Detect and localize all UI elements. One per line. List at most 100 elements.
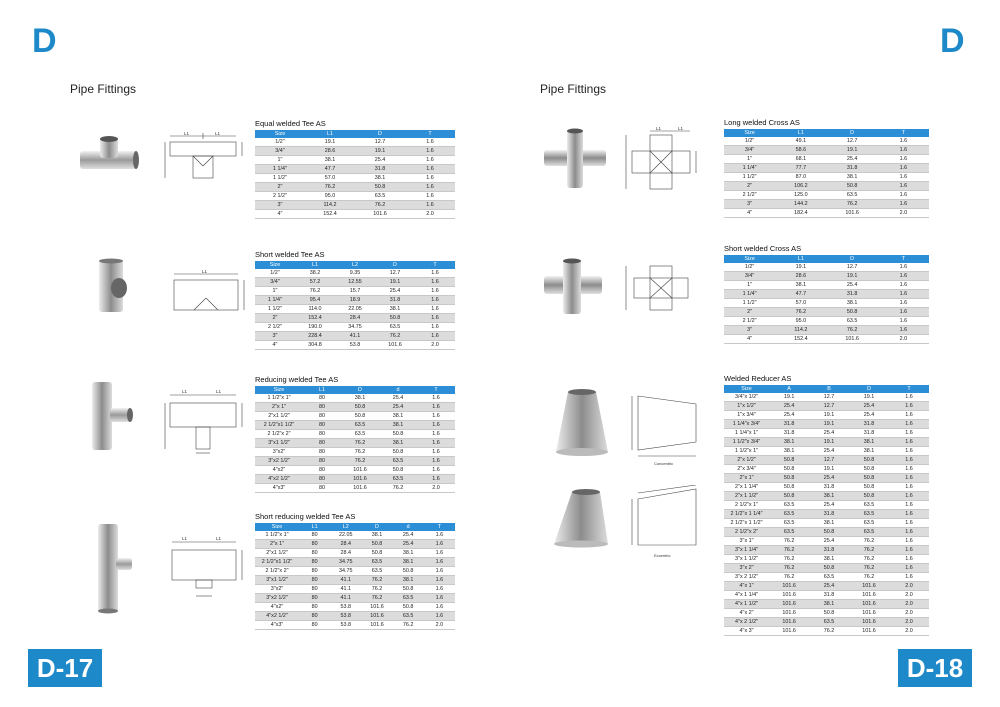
eccentric-reducer-drawing: Eccentric xyxy=(631,485,697,558)
table-cell: 18.9 xyxy=(335,295,375,305)
table-cell: 2 1/2"x 2" xyxy=(724,527,770,537)
table-cell: 50.8 xyxy=(379,447,417,457)
table-cell: 3" xyxy=(255,200,305,210)
table-cell: 1 1/2"x 1" xyxy=(255,531,299,540)
table-cell: 12.7 xyxy=(809,455,850,465)
table-cell: 12.7 xyxy=(809,393,850,402)
table-cell: 228.4 xyxy=(295,331,335,341)
table-cell: 4" xyxy=(255,340,295,350)
table-cell: 1.6 xyxy=(423,602,455,612)
table-cell: 1.6 xyxy=(877,316,929,326)
table-cell: 63.5 xyxy=(849,509,889,519)
table-cell: 38.1 xyxy=(379,420,417,430)
table-cell: 1.6 xyxy=(877,280,929,290)
table-cell: 63.5 xyxy=(392,611,424,621)
table-cell: 57.0 xyxy=(305,173,355,183)
table-cell: 2 1/2"x1 1/2" xyxy=(255,557,299,567)
table-cell: 1.6 xyxy=(889,410,929,420)
short-tee-photo xyxy=(99,258,127,312)
table-cell: 1.6 xyxy=(423,548,455,558)
table-cell: 57.0 xyxy=(775,298,827,308)
table-cell: 80 xyxy=(303,483,341,493)
table-cell: 38.2 xyxy=(295,269,335,278)
svg-text:L1: L1 xyxy=(215,131,221,136)
table-cell: 3"x 1" xyxy=(724,536,770,546)
section-title: Short welded Tee AS xyxy=(255,250,325,259)
table-cell: 31.8 xyxy=(769,419,810,429)
table-cell: 4"x 3" xyxy=(724,626,770,636)
table-cell: 1.6 xyxy=(415,295,455,305)
table-cell: 2"x 1 1/2" xyxy=(724,491,770,501)
table-cell: 101.6 xyxy=(361,620,393,630)
table-cell: 38.1 xyxy=(849,437,889,447)
table-cell: 38.1 xyxy=(849,446,889,456)
table-cell: 1.6 xyxy=(889,572,929,582)
table-cell: 1.6 xyxy=(877,271,929,281)
column-header: L1 xyxy=(305,130,355,138)
table-cell: 101.6 xyxy=(769,626,810,636)
table-cell: 12.55 xyxy=(335,277,375,287)
section-title: Short welded Cross AS xyxy=(724,244,802,253)
table-cell: 4" xyxy=(255,209,305,219)
table-cell: 31.8 xyxy=(849,419,889,429)
table-cell: 76.2 xyxy=(769,536,810,546)
table-cell: 4"x2" xyxy=(255,602,299,612)
table-cell: 2 1/2"x 2" xyxy=(255,566,299,576)
table-cell: 80 xyxy=(303,438,341,448)
table-cell: 31.8 xyxy=(809,590,850,600)
table-cell: 28.6 xyxy=(305,146,355,156)
table-cell: 1/2" xyxy=(724,263,776,272)
table-cell: 1 1/2"x 1" xyxy=(724,446,770,456)
table-cell: 50.8 xyxy=(849,473,889,483)
table-cell: 63.5 xyxy=(809,572,850,582)
section-title: Equal welded Tee AS xyxy=(255,119,326,128)
table-cell: 19.1 xyxy=(809,410,850,420)
svg-text:L1: L1 xyxy=(678,126,684,131)
table-cell: 114.0 xyxy=(295,304,335,314)
table-cell: 31.8 xyxy=(809,545,850,555)
table-cell: 152.4 xyxy=(775,334,827,344)
table-cell: 1"x 3/4" xyxy=(724,410,770,420)
table-cell: 1.6 xyxy=(877,325,929,335)
table-cell: 76.2 xyxy=(769,563,810,573)
table-cell: 1 1/4" xyxy=(255,164,305,174)
table-cell: 1.6 xyxy=(889,509,929,519)
column-header: T xyxy=(423,523,455,531)
table-cell: 38.1 xyxy=(305,155,355,165)
table-cell: 101.6 xyxy=(826,208,878,218)
table-cell: 1.6 xyxy=(877,172,929,182)
table-cell: 1 1/4"x 3/4" xyxy=(724,419,770,429)
table-cell: 12.7 xyxy=(826,263,878,272)
table-cell: 101.6 xyxy=(849,599,889,609)
table-cell: 2.0 xyxy=(877,334,929,344)
table-cell: 12.7 xyxy=(355,138,405,147)
section-letter: D xyxy=(940,22,965,60)
table-cell: 28.4 xyxy=(330,539,362,549)
table-cell: 1.6 xyxy=(889,491,929,501)
table-cell: 1.6 xyxy=(417,456,455,466)
table-cell: 80 xyxy=(299,548,331,558)
table-cell: 1.6 xyxy=(415,304,455,314)
table-cell: 34.75 xyxy=(330,566,362,576)
table-cell: 50.8 xyxy=(361,548,393,558)
table-cell: 25.4 xyxy=(809,536,850,546)
table-cell: 76.2 xyxy=(775,307,827,317)
table-cell: 28.4 xyxy=(330,548,362,558)
svg-text:L1: L1 xyxy=(216,389,222,394)
short-reducing-welded-tee-section: Short reducing welded Tee AS Size L1 L2 … xyxy=(255,512,455,630)
table-cell: 12.7 xyxy=(809,401,850,411)
